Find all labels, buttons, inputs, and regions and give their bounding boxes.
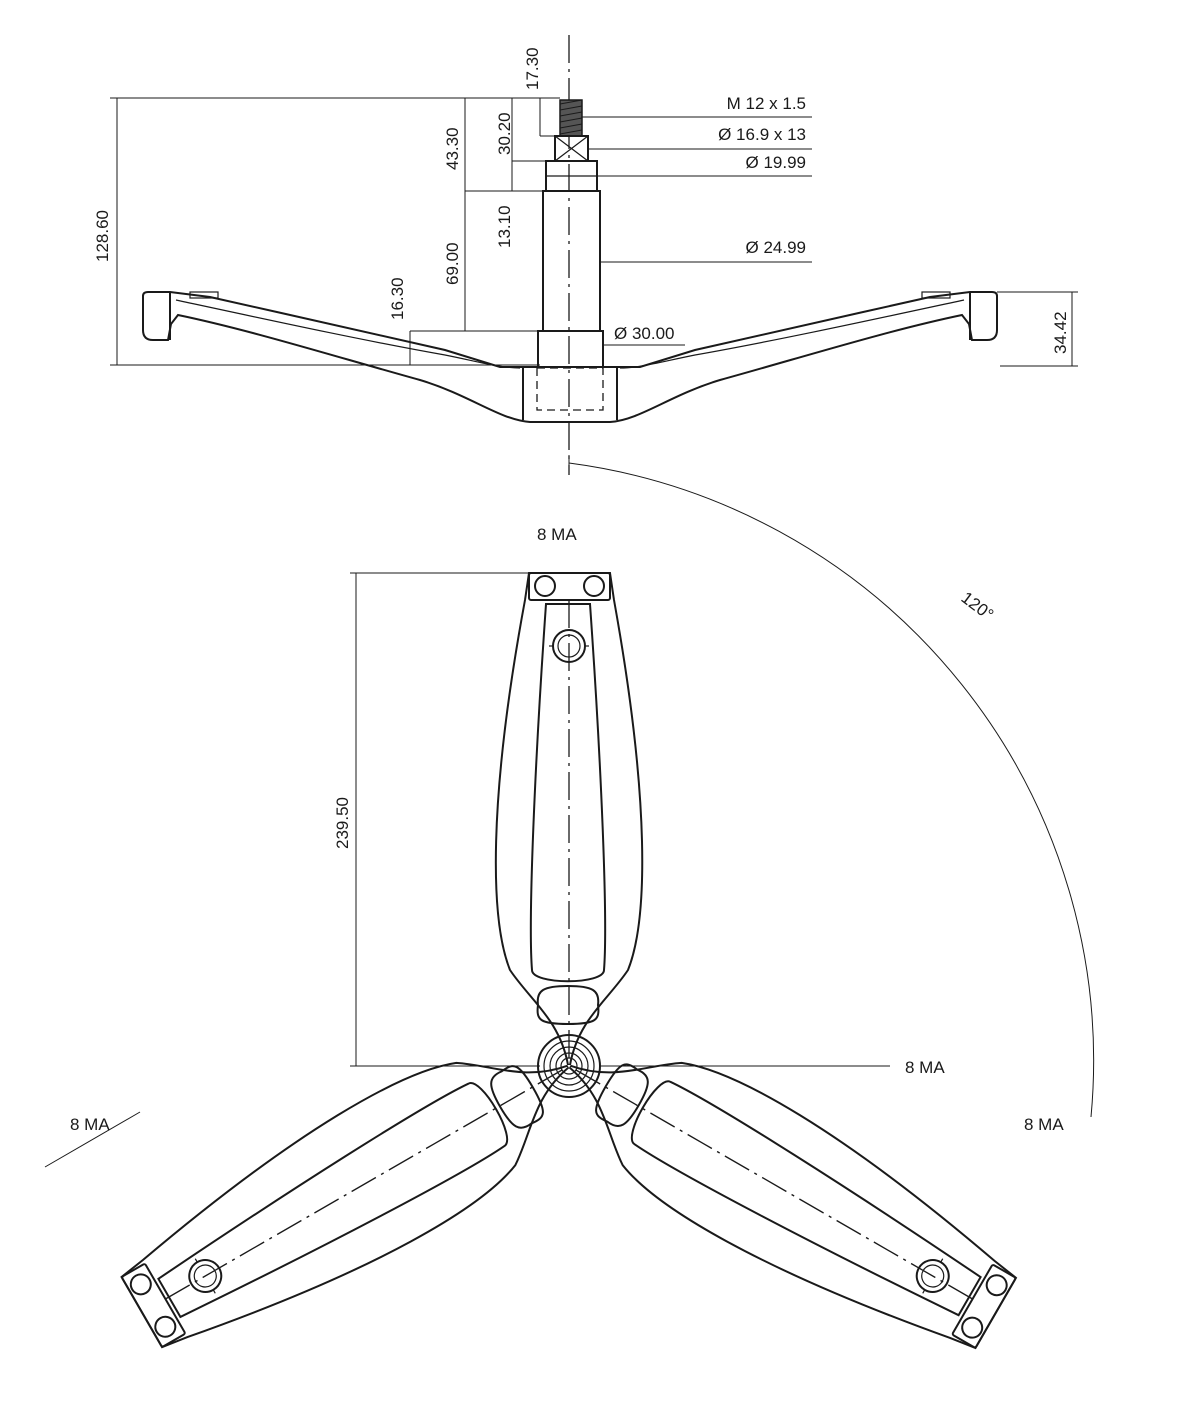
- dim-hub-offset: 16.30: [388, 277, 407, 320]
- dim-angle: 120°: [958, 588, 998, 624]
- dim-shaft-length: 69.00: [443, 242, 462, 285]
- side-view: M 12 x 1.5 Ø 16.9 x 13 Ø 19.99 Ø 24.99 Ø…: [93, 35, 1078, 475]
- arm-left: [104, 1002, 606, 1377]
- angle-arc: [568, 462, 1095, 1118]
- hole-label-center: 8 MA: [905, 1058, 945, 1077]
- shaft: [537, 99, 604, 368]
- dim-seal-diameter: Ø 16.9 x 13: [718, 125, 806, 144]
- hub-bore: [536, 367, 604, 411]
- hole-label-left: 8 MA: [70, 1115, 110, 1134]
- dim-upper-length: 30.20: [495, 112, 514, 155]
- arm-top: [494, 572, 644, 1066]
- dim-arm-length: 239.50: [333, 797, 352, 849]
- dim-thread: M 12 x 1.5: [727, 94, 806, 113]
- arm-right: [532, 1002, 1034, 1377]
- dim-step-length: 13.10: [495, 205, 514, 248]
- dim-hub-diameter: Ø 30.00: [614, 324, 675, 343]
- dim-thread-length: 17.30: [523, 47, 542, 90]
- dim-shaft-diameter: Ø 24.99: [746, 238, 807, 257]
- shaft-body: [542, 190, 601, 332]
- dim-overall-height: 128.60: [93, 210, 112, 262]
- side-spider: [142, 291, 998, 423]
- left-dimensions: [110, 97, 560, 366]
- right-dimensions: [582, 116, 1078, 367]
- dim-arm-end-height: 34.42: [1051, 311, 1070, 354]
- dim-bearing-diameter: Ø 19.99: [746, 153, 807, 172]
- hole-label-right: 8 MA: [1024, 1115, 1064, 1134]
- shaft-hub: [537, 330, 604, 368]
- dim-top-section: 43.30: [443, 127, 462, 170]
- hole-label-top: 8 MA: [537, 525, 577, 544]
- leader-left: [44, 1111, 141, 1168]
- top-view: 239.50 120° 8 MA 8 MA 8 MA 8 MA: [44, 455, 1095, 1377]
